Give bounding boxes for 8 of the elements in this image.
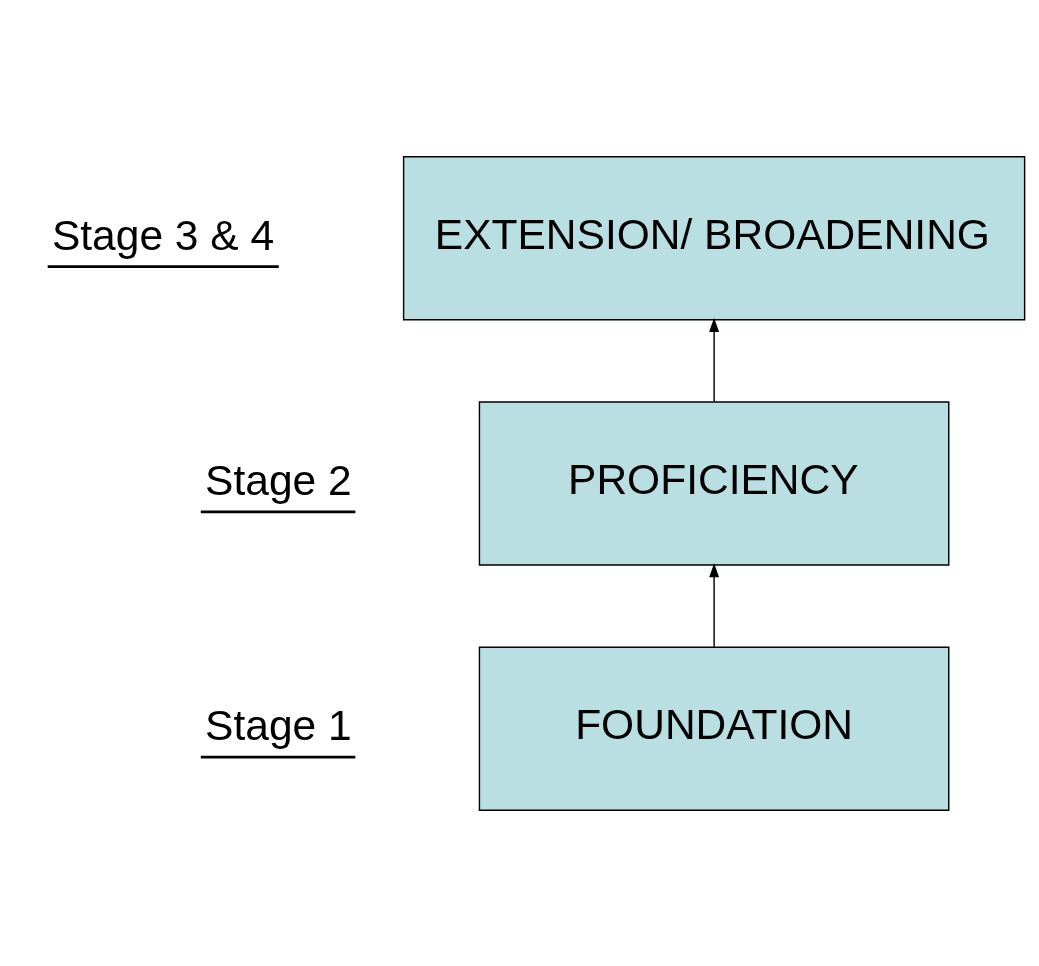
arrow <box>709 562 720 647</box>
node-label: Stage 1 <box>205 700 352 749</box>
node-label: Stage 3 & 4 <box>51 210 275 259</box>
arrow <box>709 317 720 402</box>
node-box: PROFICIENCY <box>478 400 950 566</box>
node-label: Stage 2 <box>205 455 352 504</box>
node-box: EXTENSION/ BROADENING <box>402 155 1026 320</box>
node-box: FOUNDATION <box>478 646 950 811</box>
